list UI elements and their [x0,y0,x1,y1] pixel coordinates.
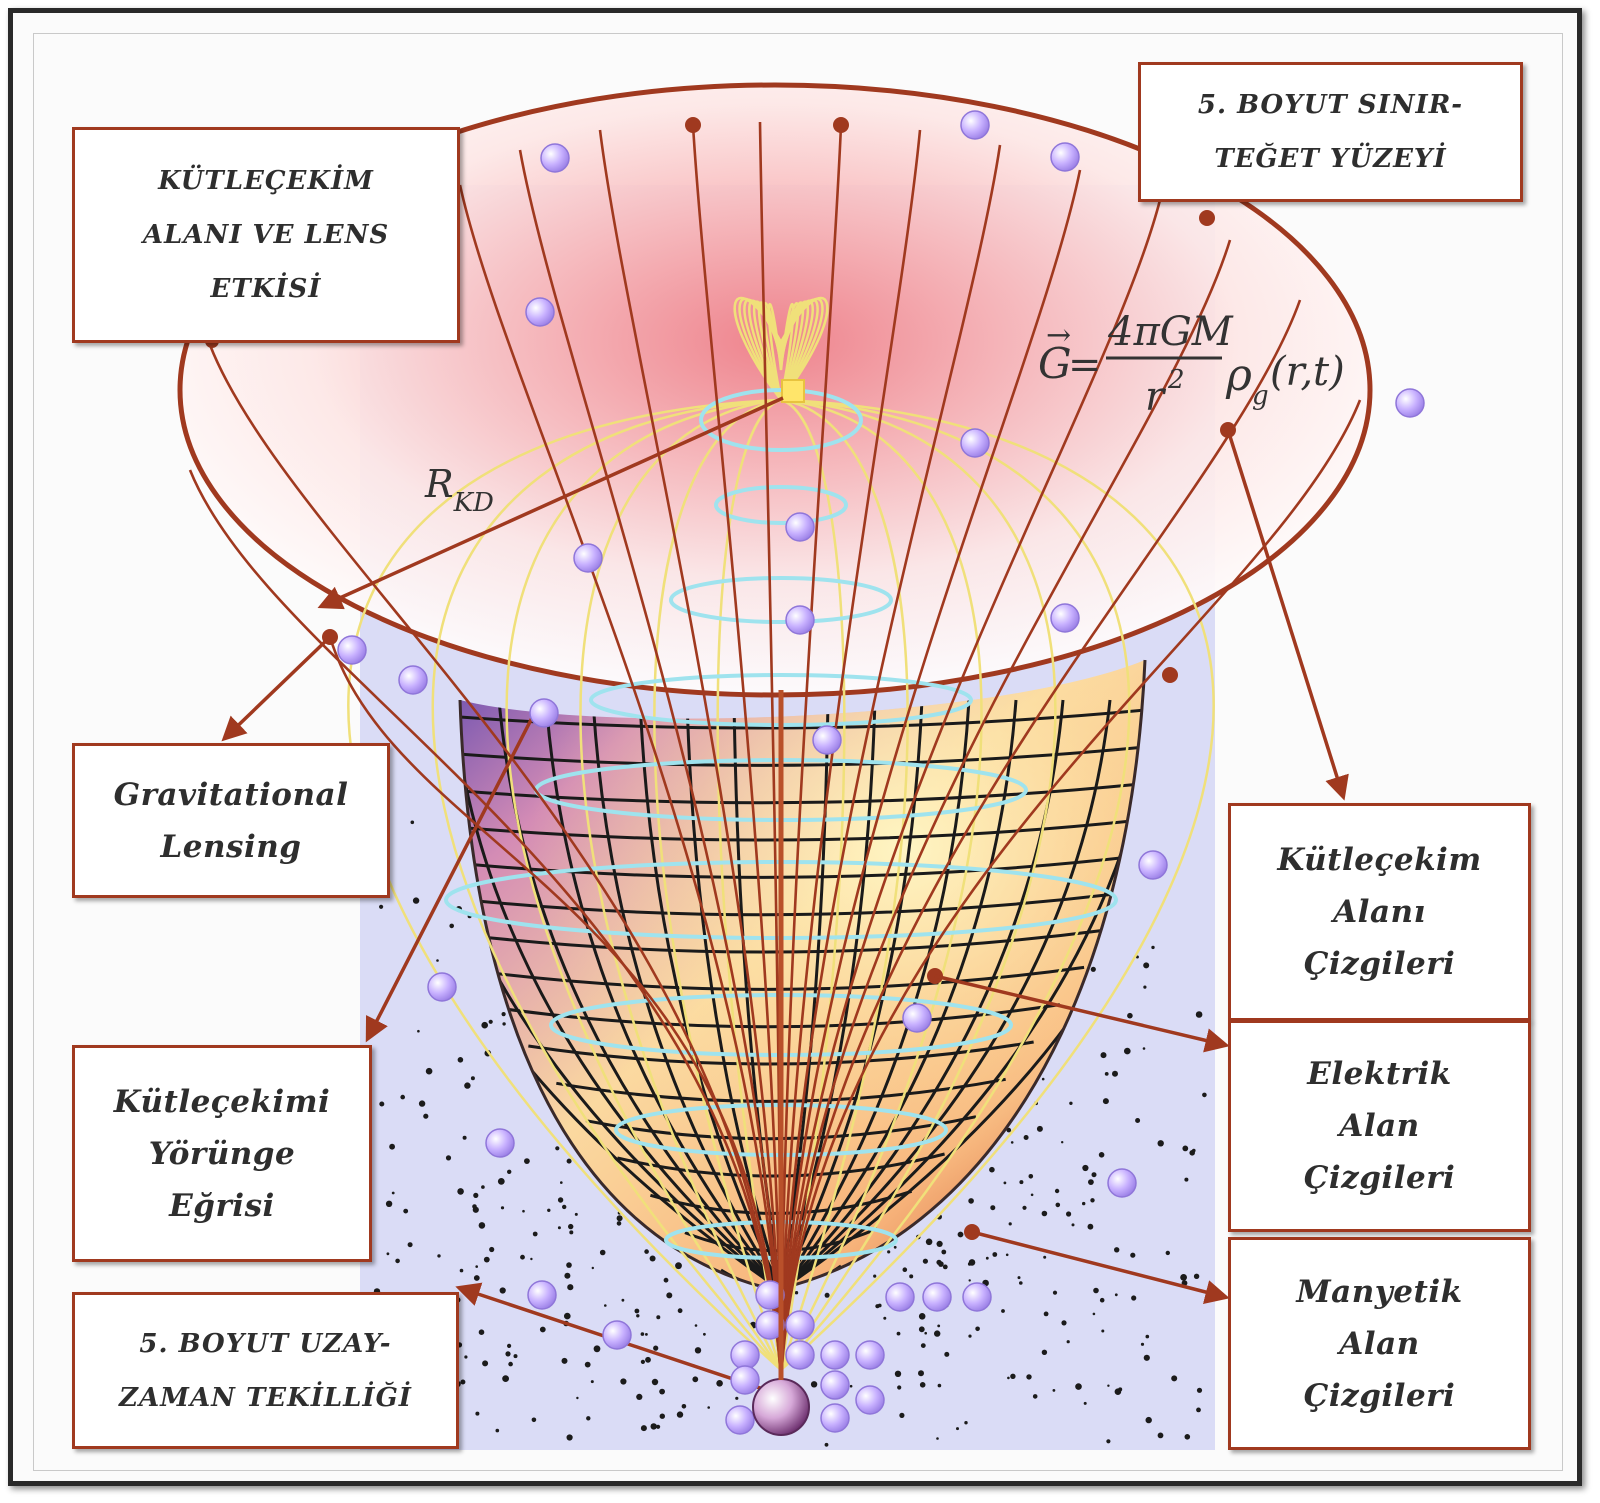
svg-text:G: G [1038,339,1072,388]
svg-text:ρ: ρ [1225,350,1252,401]
gravity-field-lines [188,121,1362,1381]
label-orbit-curve: Kütleçekimi Yörünge Eğrisi [72,1045,372,1262]
particles [337,110,1425,1435]
svg-text:→: → [1046,318,1071,353]
svg-text:r: r [1145,374,1167,420]
label-gravity-field-lines: Kütleçekim Alanı Çizgileri [1228,803,1531,1021]
radius-arrow [317,396,784,610]
label-electric-field-lines: Elektrik Alan Çizgileri [1228,1020,1531,1232]
label-gravitational-lensing: Gravitational Lensing [72,743,390,898]
radius-label: RKD [424,462,494,518]
svg-text:(r,t): (r,t) [1270,349,1345,395]
svg-text:g: g [1252,381,1269,411]
label-gravity-lens-effect: KÜTLEÇEKİM ALANI VE LENS ETKİSİ [72,127,460,343]
connector-arrows [221,429,1349,1397]
central-mass [781,379,805,403]
svg-text:=: = [1068,342,1102,388]
diagram-inner-border [33,33,1563,1471]
singularity-core [752,1378,810,1436]
svg-text:2: 2 [1167,365,1185,395]
label-magnetic-field-lines: Manyetik Alan Çizgileri [1228,1237,1531,1450]
gravity-equation: G → = 4πGM r 2 ρ g (r,t) [1038,309,1345,420]
label-boundary-surface: 5. BOYUT SINIR- TEĞET YÜZEYİ [1138,62,1523,202]
svg-text:4πGM: 4πGM [1107,309,1234,355]
label-singularity: 5. BOYUT UZAY- ZAMAN TEKİLLİĞİ [72,1292,459,1449]
